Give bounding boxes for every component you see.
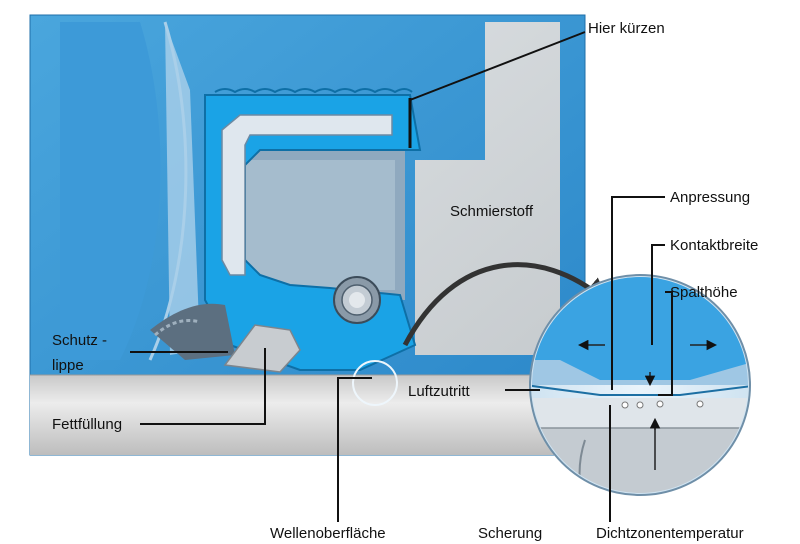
grease-fill	[223, 324, 301, 373]
shaft	[30, 374, 585, 455]
label-schutzlippe-line1: Schutz -	[52, 332, 107, 349]
contact-zone-marker	[352, 360, 398, 406]
pointer-wellenoberflaeche	[337, 377, 372, 522]
magnify-arrow	[402, 262, 609, 347]
pointer-hier-kuerzen	[409, 31, 586, 101]
pointer-kontaktbreite	[651, 244, 665, 345]
label-scherung: Scherung	[478, 525, 542, 542]
label-wellenoberflaeche: Wellenoberfläche	[270, 525, 386, 542]
label-schmierstoff: Schmierstoff	[450, 203, 534, 220]
label-hier-kuerzen: Hier kürzen	[588, 20, 665, 37]
label-schutzlippe-line2: lippe	[52, 357, 84, 374]
housing-block	[165, 22, 560, 355]
pointer-fettfuellung	[140, 348, 266, 425]
pointer-lines	[130, 31, 673, 522]
label-luftzutritt: Luftzutritt	[408, 383, 471, 400]
magnified-view	[529, 274, 751, 496]
label-anpressung: Anpressung	[670, 189, 750, 206]
pointer-anpressung	[611, 196, 665, 390]
label-fettfuellung: Fettfüllung	[52, 416, 122, 433]
protective-lip	[150, 303, 235, 360]
label-spalthoehe: Spalthöhe	[670, 284, 738, 301]
garter-spring	[333, 276, 381, 324]
label-dichtzonentemperatur: Dichtzonentemperatur	[596, 525, 744, 542]
groove-area	[60, 21, 188, 361]
label-kontaktbreite: Kontaktbreite	[670, 237, 758, 254]
pointer-spalthoehe	[658, 291, 673, 396]
